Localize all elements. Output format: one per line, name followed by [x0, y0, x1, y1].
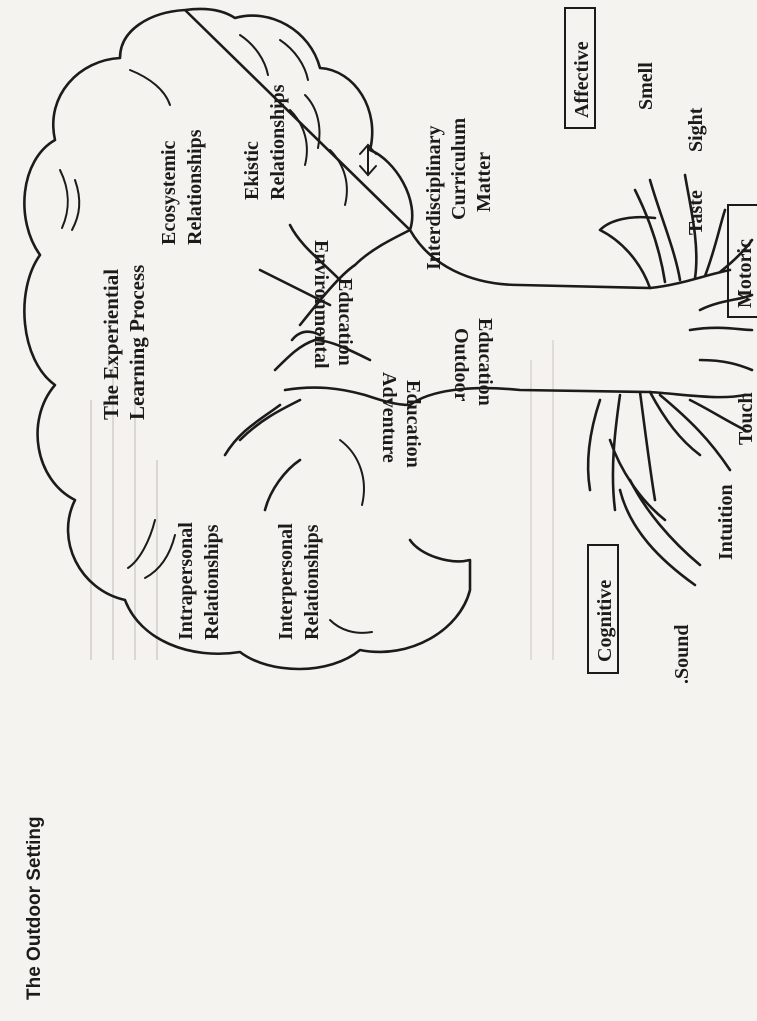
svg-text:The ExperientialLearning Proce: The ExperientialLearning Process [99, 265, 149, 420]
sense-sound-label: .Sound [671, 625, 693, 685]
svg-text:Affective: Affective [571, 41, 593, 118]
cognitive-box: Cognitive [588, 545, 618, 673]
affective-box: Affective [565, 8, 595, 128]
sense-intuition-label: Intuition [715, 484, 737, 560]
sense-touch-label: Touch [735, 392, 757, 445]
canopy-title: The ExperientialLearning Process [99, 265, 149, 420]
double-arrow-icon [360, 145, 376, 175]
svg-text:Cognitive: Cognitive [594, 580, 616, 662]
canopy-title-line2: Learning Process [125, 265, 149, 420]
page-header: The Outdoor Setting [24, 816, 45, 1000]
sense-smell-label: Smell [635, 62, 657, 110]
canopy-title-line1: The Experiential [99, 269, 123, 420]
sense-taste-label: Taste [685, 190, 707, 235]
svg-text:Motoric: Motoric [734, 239, 756, 308]
sense-sight-label: Sight [685, 107, 707, 152]
